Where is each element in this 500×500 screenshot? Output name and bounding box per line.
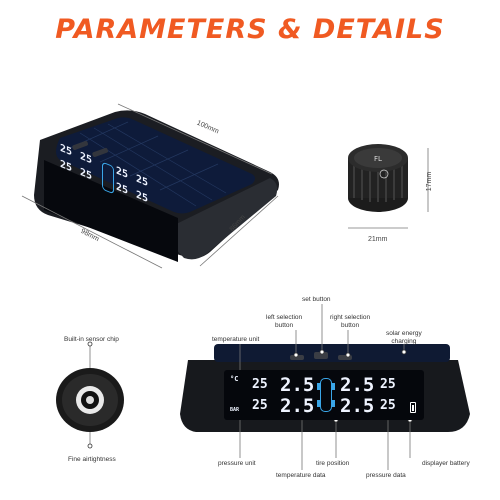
displayer-battery-label: displayer battery — [422, 460, 470, 467]
pressure-data-label: pressure data — [366, 472, 406, 479]
lcd-temp-left-bottom: 25 — [252, 398, 268, 413]
sensor-chip-label: Built-in sensor chip — [64, 336, 119, 343]
pressure-unit-label: pressure unit — [218, 460, 256, 467]
wheel-icon — [317, 400, 320, 407]
sensor-diameter-label: 21mm — [368, 236, 388, 243]
temperature-unit-label: temperature unit — [212, 336, 260, 343]
wheel-icon — [332, 400, 335, 407]
sensor-airtight-label: Fine airtightness — [68, 456, 116, 463]
svg-text:FL: FL — [374, 155, 382, 163]
lcd-pressure-right-top: 2.5 — [340, 374, 375, 396]
page-title: PARAMETERS & DETAILS — [55, 14, 445, 45]
lcd-pressure-left-top: 2.5 — [280, 374, 315, 396]
lcd-temp-unit: °C — [230, 375, 239, 383]
tire-position-label: tire position — [316, 460, 350, 467]
lcd-pressure-left-bottom: 2.5 — [280, 395, 315, 417]
battery-icon — [410, 402, 416, 413]
lcd-temp-left-top: 25 — [252, 377, 268, 392]
lcd-temp-right-top: 25 — [380, 377, 396, 392]
lcd-bar-unit: BAR — [230, 407, 240, 413]
solar-monitor-illustration — [21, 103, 279, 269]
display-lcd: °C BAR 25 2.5 2.5 25 25 2.5 2.5 25 — [224, 370, 424, 420]
car-icon — [317, 378, 335, 412]
wheel-icon — [317, 383, 320, 390]
temperature-data-label: temperature data — [276, 472, 326, 479]
sensor-bottom-illustration — [56, 341, 124, 449]
tire-sensor-icon: FL — [348, 144, 429, 229]
wheel-icon — [332, 383, 335, 390]
set-button-label: set button — [302, 296, 331, 303]
lcd-temp-right-bottom: 25 — [380, 398, 396, 413]
lcd-pressure-right-bottom: 2.5 — [340, 395, 375, 417]
